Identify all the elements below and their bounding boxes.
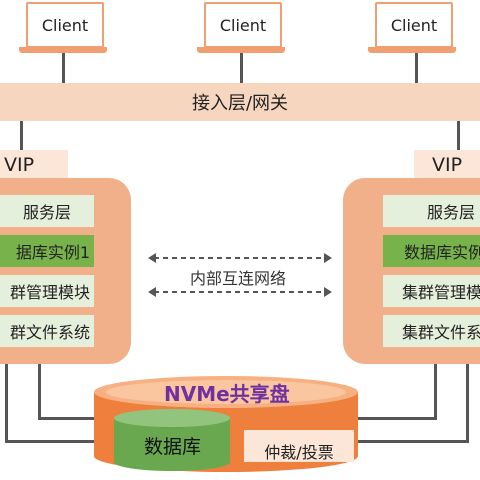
left-module-service: 服务层 bbox=[0, 195, 94, 227]
right-outer-storage-link-h bbox=[352, 440, 469, 443]
right-vip: VIP bbox=[414, 150, 480, 180]
laptop-base bbox=[368, 47, 456, 53]
network-arrow-bottom bbox=[148, 287, 332, 297]
arbitration-label: 仲裁/投票 bbox=[264, 443, 334, 462]
client3-link bbox=[415, 52, 418, 84]
gateway-label: 接入层/网关 bbox=[191, 93, 289, 114]
shared-disk-title: NVMe共享盘 bbox=[164, 382, 290, 406]
client-label: Client bbox=[375, 2, 453, 48]
gateway-left-link bbox=[20, 120, 23, 152]
client1-link bbox=[62, 52, 65, 84]
right-module-db-instance: 数据库实例 bbox=[383, 235, 480, 267]
laptop-base bbox=[197, 47, 285, 53]
right-module-cluster-mgmt: 集群管理模 bbox=[383, 275, 480, 307]
network-label: 内部互连网络 bbox=[190, 269, 287, 288]
left-module-cluster-fs: 群文件系统 bbox=[0, 315, 94, 347]
right-module-cluster-fs: 集群文件系 bbox=[383, 315, 480, 347]
left-module-db-instance: 据库实例1 bbox=[0, 235, 94, 267]
client-laptop-2: Client bbox=[197, 2, 285, 53]
right-outer-storage-link-v bbox=[466, 362, 469, 442]
client-label: Client bbox=[26, 2, 104, 48]
left-inner-storage-link-v bbox=[38, 362, 41, 420]
gateway-bar: 接入层/网关 bbox=[0, 83, 480, 121]
laptop-base bbox=[19, 47, 107, 53]
database-label: 数据库 bbox=[144, 436, 202, 458]
left-outer-storage-link-v bbox=[5, 362, 8, 442]
left-inner-storage-link-h bbox=[38, 417, 118, 420]
client2-link bbox=[240, 52, 243, 84]
right-inner-storage-link-h bbox=[352, 417, 437, 420]
gateway-right-link bbox=[457, 120, 460, 152]
arbitration-box bbox=[244, 430, 354, 462]
client-laptop-3: Client bbox=[368, 2, 456, 53]
left-vip: VIP bbox=[0, 150, 68, 180]
disk-top-highlight bbox=[106, 380, 346, 404]
left-module-cluster-mgmt: 群管理模块 bbox=[0, 275, 94, 307]
shared-disk bbox=[94, 376, 358, 472]
database-cylinder bbox=[114, 409, 230, 471]
right-inner-storage-link-v bbox=[434, 362, 437, 420]
network-arrows bbox=[148, 253, 332, 297]
right-module-service: 服务层 bbox=[383, 195, 480, 227]
network-arrow-top bbox=[148, 253, 332, 263]
client-label: Client bbox=[204, 2, 282, 48]
client-laptop-1: Client bbox=[19, 2, 107, 53]
left-outer-storage-link-h bbox=[5, 440, 105, 443]
